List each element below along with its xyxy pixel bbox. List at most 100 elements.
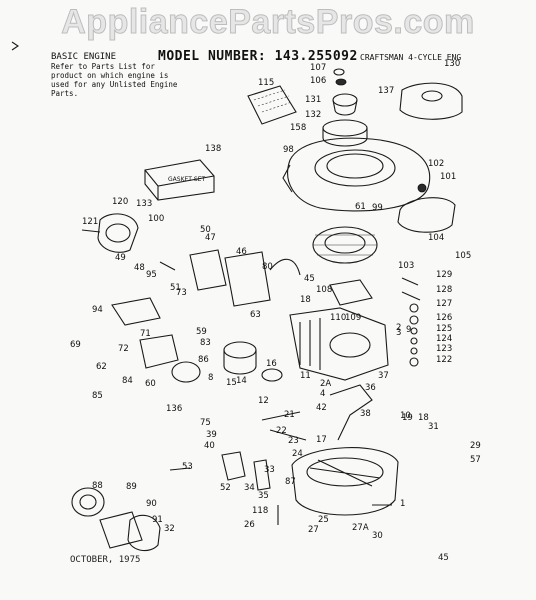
part-number-32: 32 bbox=[164, 524, 175, 534]
part-number-108: 108 bbox=[316, 285, 332, 295]
watermark: AppliancePartsPros.com bbox=[61, 3, 475, 42]
part-number-103: 103 bbox=[398, 261, 414, 271]
screen-part bbox=[247, 85, 297, 125]
part-number-26: 26 bbox=[244, 520, 255, 530]
rewind-starter bbox=[322, 68, 368, 147]
part-number-45: 45 bbox=[304, 274, 315, 284]
part-number-87: 87 bbox=[285, 477, 296, 487]
part-number-23: 23 bbox=[288, 436, 299, 446]
governor-bracket bbox=[111, 297, 161, 326]
part-number-labels: 107 10 61 30 137 115 131 132 158 138 98 102 101 120 13… bbox=[70, 59, 481, 541]
part-number-39: 39 bbox=[206, 430, 217, 440]
part-number-115: 115 bbox=[258, 78, 274, 88]
part-number-22: 22 bbox=[276, 426, 287, 436]
fuel-line bbox=[269, 258, 301, 276]
part-number-158: 158 bbox=[290, 123, 306, 133]
part-number-72: 72 bbox=[118, 344, 129, 354]
part-number-10: 10 bbox=[400, 411, 411, 421]
part-number-40: 40 bbox=[204, 441, 215, 451]
part-number-30: 30 bbox=[372, 531, 383, 541]
part-number-120: 120 bbox=[112, 197, 128, 207]
part-number-107: 107 bbox=[310, 63, 326, 73]
camshaft bbox=[261, 411, 307, 441]
part-number-57: 57 bbox=[470, 455, 481, 465]
part-number-31: 31 bbox=[428, 422, 439, 432]
part-number-12: 12 bbox=[258, 396, 269, 406]
part-number-62: 62 bbox=[96, 362, 107, 372]
part-number-17: 17 bbox=[316, 435, 327, 445]
part-number-61: 61 bbox=[355, 202, 366, 212]
part-number-9: 9 bbox=[406, 325, 411, 335]
fuel-tank-filter bbox=[71, 487, 161, 552]
part-number-84: 84 bbox=[122, 376, 133, 386]
part-number-80: 80 bbox=[262, 262, 273, 272]
intake-gasket bbox=[189, 249, 227, 291]
flywheel bbox=[312, 226, 378, 264]
part-number-91: 91 bbox=[152, 515, 163, 525]
part-number-100: 100 bbox=[148, 214, 164, 224]
part-number-49: 49 bbox=[115, 253, 126, 263]
breather bbox=[221, 451, 246, 481]
part-number-46: 46 bbox=[236, 247, 247, 257]
part-number-37: 37 bbox=[378, 371, 389, 381]
screw-49 bbox=[159, 261, 176, 271]
muffler bbox=[397, 183, 456, 233]
footer-date: OCTOBER, 1975 bbox=[70, 555, 141, 565]
part-number-4: 4 bbox=[320, 389, 325, 399]
air-filter-cover bbox=[97, 213, 139, 253]
oil-base bbox=[291, 447, 399, 516]
part-number-16: 16 bbox=[266, 359, 277, 369]
part-number-60: 60 bbox=[145, 379, 156, 389]
part-number-25: 25 bbox=[318, 515, 329, 525]
part-number-131: 131 bbox=[305, 95, 321, 105]
part-number-52: 52 bbox=[220, 483, 231, 493]
crankshaft bbox=[329, 384, 373, 441]
part-number-47: 47 bbox=[205, 233, 216, 243]
part-number-24: 24 bbox=[292, 449, 303, 459]
part-number-59: 59 bbox=[196, 327, 207, 337]
part-number-98: 98 bbox=[283, 145, 294, 155]
carburetor bbox=[139, 334, 201, 383]
part-number-138: 138 bbox=[205, 144, 221, 154]
part-number-101: 101 bbox=[440, 172, 456, 182]
blower-housing bbox=[282, 137, 431, 212]
basic-engine-label: BASIC ENGINE bbox=[51, 52, 117, 62]
part-number-36: 36 bbox=[365, 383, 376, 393]
part-number-130: 130 bbox=[444, 59, 460, 69]
valve-cover-plate bbox=[224, 251, 271, 307]
part-number-69: 69 bbox=[70, 340, 81, 350]
part-number-127: 127 bbox=[436, 299, 452, 309]
margin-mark bbox=[11, 41, 19, 51]
part-number-34: 34 bbox=[244, 483, 255, 493]
cylinder-block bbox=[289, 307, 389, 381]
part-number-110: 110 bbox=[330, 313, 346, 323]
ignition-module bbox=[329, 279, 373, 306]
part-number-104: 104 bbox=[428, 233, 444, 243]
part-number-18: 18 bbox=[418, 413, 429, 423]
footer-page-number: 45 bbox=[438, 553, 449, 563]
gasket-set-label: GASKET SET bbox=[168, 176, 205, 183]
part-number-14: 14 bbox=[236, 376, 247, 386]
part-number-132: 132 bbox=[305, 110, 321, 120]
part-number-15: 15 bbox=[226, 378, 237, 388]
part-number-33: 33 bbox=[264, 465, 275, 475]
part-number-85: 85 bbox=[92, 391, 103, 401]
part-number-102: 102 bbox=[428, 159, 444, 169]
craftsman-label: CRAFTSMAN 4-CYCLE ENG bbox=[360, 53, 462, 62]
part-number-48: 48 bbox=[134, 263, 145, 273]
part-number-50: 50 bbox=[200, 225, 211, 235]
part-number-19: 19 bbox=[402, 413, 413, 423]
part-number-94: 94 bbox=[92, 305, 103, 315]
part-number-29: 29 bbox=[470, 441, 481, 451]
part-number-11: 11 bbox=[300, 371, 311, 381]
part-number-105: 105 bbox=[455, 251, 471, 261]
part-number-89: 89 bbox=[126, 482, 137, 492]
part-number-90: 90 bbox=[146, 499, 157, 509]
part-number-99: 99 bbox=[372, 203, 383, 213]
part-number-137: 137 bbox=[378, 86, 394, 96]
part-number-133: 133 bbox=[136, 199, 152, 209]
gear-part bbox=[253, 459, 271, 491]
air-cleaner bbox=[399, 82, 463, 120]
